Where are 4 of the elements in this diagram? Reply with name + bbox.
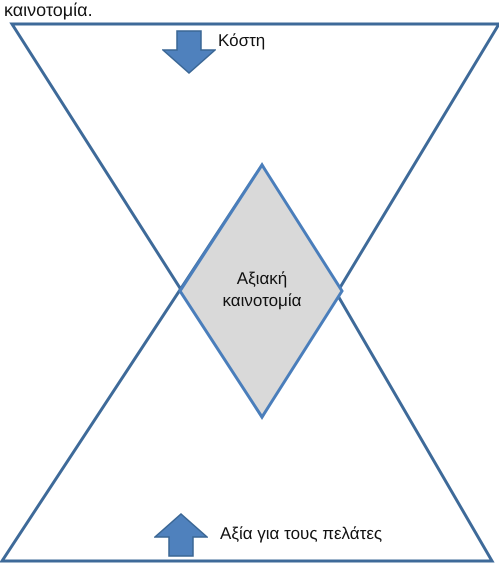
heading-text: καινοτομία. (4, 0, 93, 21)
node-label: Κόστη (218, 30, 266, 52)
node-label: Αξία για τους πελάτες (220, 523, 382, 545)
node-label: Αξιακή καινοτομία (222, 268, 302, 312)
